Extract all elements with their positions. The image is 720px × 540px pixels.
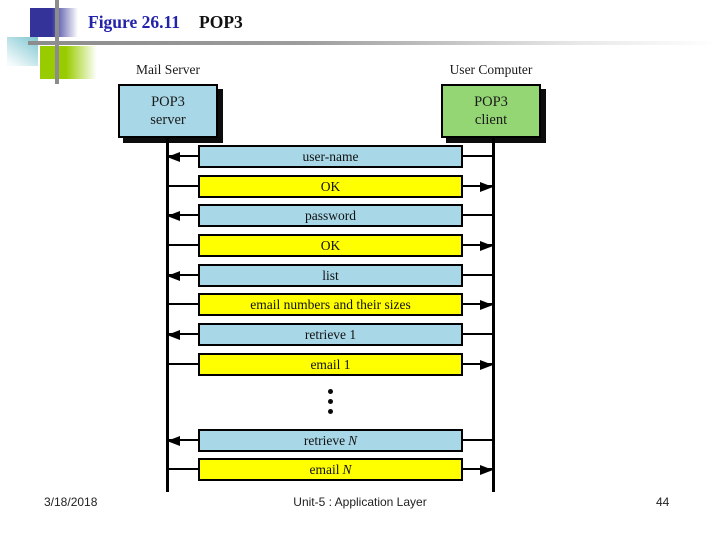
arrowhead-right-icon xyxy=(480,240,493,251)
arrow-line-left xyxy=(168,439,200,441)
arrowhead-left-icon xyxy=(167,435,180,446)
message-row-8: email 1 xyxy=(164,353,497,376)
arrow-line-right xyxy=(461,185,493,187)
arrow-line-left xyxy=(168,333,200,335)
pop3-server-box-line1: POP3 xyxy=(151,94,185,110)
arrow-line-right xyxy=(461,303,493,305)
arrow-line-left xyxy=(168,363,200,365)
arrowhead-left-icon xyxy=(167,270,180,281)
message-row-2: OK xyxy=(164,175,497,198)
figure-number: Figure 26.11 xyxy=(88,12,181,32)
arrow-line-left xyxy=(168,214,200,216)
footer-date: 3/18/2018 xyxy=(44,495,98,509)
arrow-line-left xyxy=(168,274,200,276)
deco-navy-square xyxy=(30,8,78,37)
message-bar: email 1 xyxy=(198,353,463,376)
arrow-line-right xyxy=(461,274,493,276)
message-label: retrieve 1 xyxy=(304,326,357,342)
arrowhead-left-icon xyxy=(167,210,180,221)
message-row-1: user-name xyxy=(164,145,497,168)
arrowhead-right-icon xyxy=(480,359,493,370)
message-bar: user-name xyxy=(198,145,463,168)
message-row-6: email numbers and their sizes xyxy=(164,293,497,316)
ellipsis-dots xyxy=(328,389,333,414)
slide-title: Figure 26.11 POP3 xyxy=(88,12,243,33)
message-label-italic: N xyxy=(348,432,358,448)
message-row-4: OK xyxy=(164,234,497,257)
pop3-client-box-line2: client xyxy=(474,112,508,128)
arrow-line-left xyxy=(168,155,200,157)
message-label: OK xyxy=(320,237,341,253)
server-lifeline xyxy=(166,138,169,492)
message-bar: OK xyxy=(198,175,463,198)
arrow-line-right xyxy=(461,439,493,441)
pop3-server-box-line2: server xyxy=(150,112,186,128)
footer-page-number: 44 xyxy=(656,495,670,509)
arrow-line-left xyxy=(168,303,200,305)
message-label-italic: N xyxy=(342,461,352,477)
arrow-line-left xyxy=(168,468,200,470)
message-label: OK xyxy=(320,178,341,194)
arrow-line-right xyxy=(461,155,493,157)
pop3-client-box: POP3 client xyxy=(441,84,541,138)
message-label: email numbers and their sizes xyxy=(250,296,411,312)
ellipsis-dot xyxy=(328,389,333,394)
figure-topic: POP3 xyxy=(199,12,243,32)
ellipsis-dot xyxy=(328,409,333,414)
arrowhead-right-icon xyxy=(480,181,493,192)
message-row-5: list xyxy=(164,264,497,287)
message-label: password xyxy=(305,207,356,223)
arrow-line-right xyxy=(461,244,493,246)
arrow-line-right xyxy=(461,468,493,470)
message-bar: email numbers and their sizes xyxy=(198,293,463,316)
arrowhead-left-icon xyxy=(167,151,180,162)
message-label: retrieve xyxy=(303,432,346,448)
arrow-line-left xyxy=(168,244,200,246)
mail-server-label: Mail Server xyxy=(135,62,201,77)
message-label: email 1 xyxy=(310,356,351,372)
footer-title: Unit-5 : Application Layer xyxy=(293,495,427,509)
arrow-line-right xyxy=(461,363,493,365)
message-label: list xyxy=(322,267,339,283)
message-bar: retrieve 1 xyxy=(198,323,463,346)
arrow-line-left xyxy=(168,185,200,187)
pop3-client-box-line1: POP3 xyxy=(474,94,508,110)
message-bar: list xyxy=(198,264,463,287)
message-bar: password xyxy=(198,204,463,227)
arrow-line-right xyxy=(461,333,493,335)
arrowhead-right-icon xyxy=(480,464,493,475)
pop3-server-box: POP3 server xyxy=(118,84,218,138)
message-row-7: retrieve 1 xyxy=(164,323,497,346)
arrowhead-right-icon xyxy=(480,299,493,310)
message-row-3: password xyxy=(164,204,497,227)
user-computer-label: User Computer xyxy=(449,62,533,77)
client-lifeline xyxy=(492,138,495,492)
arrow-line-right xyxy=(461,214,493,216)
header-divider-line xyxy=(28,41,720,45)
message-bar: OK xyxy=(198,234,463,257)
ellipsis-dot xyxy=(328,399,333,404)
message-label: email xyxy=(309,461,340,477)
message-label: user-name xyxy=(302,148,359,164)
deco-green-square xyxy=(40,46,98,79)
arrowhead-left-icon xyxy=(167,329,180,340)
